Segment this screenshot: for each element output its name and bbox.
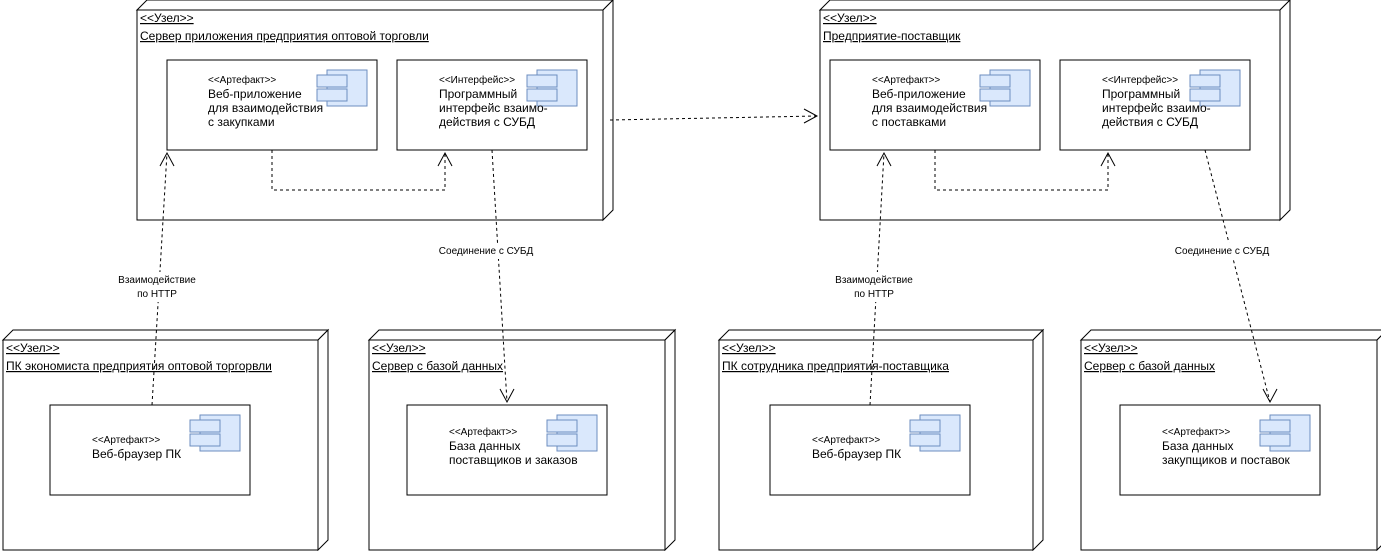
- connection-label: Взаимодействие: [118, 275, 196, 286]
- node-top-face: [717, 329, 1045, 341]
- node-top-face: [1, 329, 330, 341]
- artifact-label-line: закупщиков и поставок: [1162, 453, 1291, 467]
- node-side-face: [1376, 335, 1381, 551]
- artifact-label-line: Веб-приложение: [208, 87, 302, 101]
- connection-label: Соединение с СУБД: [439, 246, 534, 257]
- artifact-label-line: с поставками: [872, 115, 946, 129]
- artifact-label-line: Программный: [1102, 87, 1180, 101]
- dependency-line: [1204, 149, 1271, 403]
- open-arrowhead: [499, 388, 515, 404]
- node-stereotype: <<Узел>>: [140, 11, 194, 25]
- artifact-c7[interactable]: <<Артефакт>>Веб-браузер ПК: [769, 404, 971, 496]
- artifact-stereotype: <<Артефакт>>: [449, 426, 517, 438]
- artifact-label-line: Веб-браузер ПК: [812, 447, 901, 461]
- artifact-stereotype: <<Артефакт>>: [1162, 426, 1230, 438]
- node-side-face: [317, 328, 329, 551]
- connection-e4[interactable]: Соединение с СУБД: [435, 149, 537, 404]
- artifact-label-line: Веб-браузер ПК: [92, 447, 181, 461]
- node-name: ПК сотрудника предприятия-поставщика: [722, 359, 949, 373]
- connection-e6[interactable]: Взаимодействие по HTTP: [831, 151, 917, 406]
- connection-label: по HTTP: [854, 289, 894, 300]
- component-icon: [526, 69, 578, 107]
- node-stereotype: <<Узел>>: [1084, 341, 1138, 355]
- connection-e1[interactable]: [271, 150, 453, 191]
- component-icon: [316, 69, 368, 107]
- component-icon: [546, 414, 598, 452]
- component-icon: [909, 414, 961, 452]
- node-side-face: [664, 328, 676, 551]
- open-arrowhead: [803, 108, 819, 124]
- node-top-face: [1079, 329, 1381, 341]
- artifact-label-line: Веб-приложение: [872, 87, 966, 101]
- connection-label: по HTTP: [137, 289, 177, 300]
- artifact-stereotype: <<Артефакт>>: [208, 74, 276, 86]
- component-icon: [189, 414, 241, 452]
- label-background: [1171, 243, 1273, 259]
- open-arrowhead: [1100, 151, 1116, 167]
- node-top-face: [135, 0, 614, 11]
- node-top-face: [367, 329, 677, 341]
- artifact-stereotype: <<Интерфейс>>: [1102, 74, 1178, 86]
- artifact-stereotype: <<Артефакт>>: [812, 434, 880, 446]
- node-side-face: [1279, 0, 1291, 222]
- component-icon: [1259, 414, 1311, 452]
- component-icon: [979, 69, 1031, 107]
- dependency-line: [491, 149, 508, 403]
- artifact-label-line: с закупками: [208, 115, 275, 129]
- node-stereotype: <<Узел>>: [372, 341, 426, 355]
- artifact-label-line: База данных: [1162, 439, 1233, 453]
- artifact-stereotype: <<Артефакт>>: [872, 74, 940, 86]
- node-stereotype: <<Узел>>: [722, 341, 776, 355]
- artifact-label-line: интерфейс взаимо-: [439, 101, 548, 115]
- connection-e3[interactable]: Взаимодействие по HTTP: [114, 151, 200, 406]
- label-background: [831, 272, 917, 302]
- artifact-label-line: интерфейс взаимо-: [1102, 101, 1211, 115]
- artifact-label-line: действия с СУБД: [439, 115, 535, 129]
- node-side-face: [602, 0, 614, 222]
- connection-e5[interactable]: [609, 108, 819, 124]
- artifact-label-line: действия с СУБД: [1102, 115, 1198, 129]
- connection-e7[interactable]: Соединение с СУБД: [1171, 149, 1278, 404]
- node-name: Предприятие-поставщик: [823, 29, 961, 43]
- open-arrowhead: [437, 151, 453, 167]
- node-name: Сервер с базой данных: [372, 359, 503, 373]
- node-stereotype: <<Узел>>: [6, 341, 60, 355]
- node-top-face: [818, 0, 1291, 11]
- artifact-label-line: Программный: [439, 87, 517, 101]
- node-side-face: [1032, 328, 1044, 551]
- dependency-line: [934, 150, 1109, 191]
- open-arrowhead: [876, 151, 892, 167]
- artifact-stereotype: <<Интерфейс>>: [439, 74, 515, 86]
- label-background: [435, 243, 537, 259]
- connection-label: Взаимодействие: [835, 275, 913, 286]
- open-arrowhead: [1262, 388, 1278, 404]
- artifact-c5[interactable]: <<Артефакт>>Веб-браузер ПК: [49, 404, 251, 496]
- node-stereotype: <<Узел>>: [823, 11, 877, 25]
- artifact-label-line: для взаимодействия: [208, 101, 323, 115]
- artifact-stereotype: <<Артефакт>>: [92, 434, 160, 446]
- dependency-line: [609, 115, 818, 121]
- open-arrowhead: [159, 151, 175, 167]
- node-name: Сервер приложения предприятия оптовой то…: [140, 29, 429, 43]
- artifact-label-line: для взаимодействия: [872, 101, 987, 115]
- component-icon: [1189, 69, 1241, 107]
- label-background: [114, 272, 200, 302]
- connection-label: Соединение с СУБД: [1175, 246, 1270, 257]
- node-name: Сервер с базой данных: [1084, 359, 1215, 373]
- node-name: ПК экономиста предприятия оптовой торгор…: [6, 359, 272, 373]
- dependency-line: [271, 150, 446, 191]
- artifact-label-line: База данных: [449, 439, 520, 453]
- artifact-label-line: поставщиков и заказов: [449, 453, 578, 467]
- connection-e2[interactable]: [934, 150, 1116, 191]
